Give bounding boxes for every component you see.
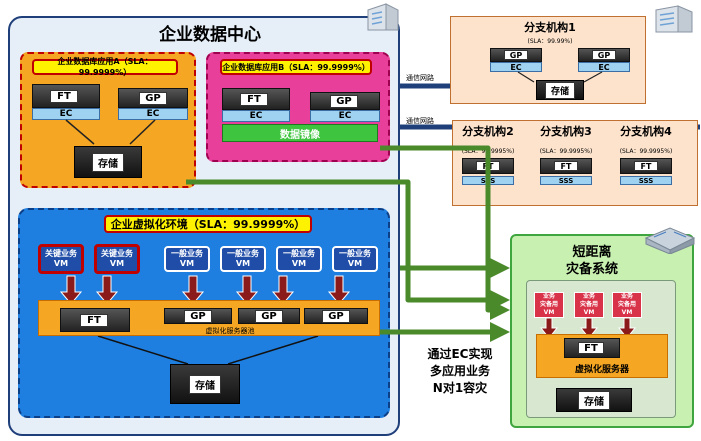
sss-label: SSS [540,176,592,185]
dr-title: 短距离 灾备系统 [565,245,618,277]
branch-1-links [517,71,603,83]
ft-label: FT [634,161,658,171]
ec-label: EC [310,110,380,122]
ec-label: EC [32,108,100,120]
dr-vm-arrows [539,317,637,339]
datacenter-title: 企业数据中心 [159,24,261,45]
branch-title: 分支机构1 [524,21,576,34]
storage-array: 存储 [74,146,142,178]
app-b-label: 企业数据库应用B（SLA：99.9999%） [220,59,372,75]
ec-label: EC [578,62,630,72]
app-a-label: 企业数据库应用A（SLA：99.9999%） [32,57,178,77]
building-icon [655,5,693,33]
ft-label: FT [50,90,78,103]
general-vm: 一般业务 VM [276,246,322,272]
ft-server [60,308,130,332]
gp-label: GP [322,310,350,323]
storage-array: 存储 [536,80,584,100]
server-pool-label: 虚拟化服务器池 [205,327,255,335]
gp-label: GP [504,50,528,60]
network-label: 通信网路 [406,117,434,125]
network-label: 通信网路 [406,74,434,82]
ec-label: EC [222,110,290,122]
storage-array: 存储 [556,388,632,412]
vm-arrows [59,275,351,305]
branch-sla: (SLA：99.99%) [527,37,573,45]
general-vm: 一般业务 VM [164,246,210,272]
storage-array: 存储 [170,364,240,404]
pool-links [97,336,319,365]
sss-label: SSS [620,176,672,185]
key-vm: 关键业务 VM [38,244,84,274]
gp-label: GP [255,310,283,323]
branch-title: 分支机构2 [462,125,514,138]
dr-vm: 业务 灾备用 VM [612,292,642,318]
branch-sla: (SLA：99.9995%) [619,147,673,155]
data-mirror: 数据镜像 [222,124,378,142]
building-icon [367,3,399,31]
ft-label: FT [240,93,268,106]
storage-label: 存储 [544,81,575,99]
storage-label: 存储 [189,374,221,394]
storage-label: 存储 [578,390,610,410]
gp-label: GP [184,310,212,323]
storage-label: 存储 [92,152,124,172]
dr-vm: 业务 灾备用 VM [534,292,564,318]
branch-sla: (SLA：99.9995%) [539,147,593,155]
ft-label: FT [80,314,108,327]
key-vm: 关键业务 VM [94,244,140,274]
gp-label: GP [592,50,616,60]
ft-label: FT [578,342,604,354]
ft-label: FT [554,161,578,171]
general-vm: 一般业务 VM [220,246,266,272]
building-icon [644,227,696,254]
dr-pool-label: 虚拟化服务器 [574,364,629,375]
branch-title: 分支机构3 [540,125,592,138]
gp-label: GP [330,95,358,108]
ec-label: EC [490,62,542,72]
dr-vm: 业务 灾备用 VM [574,292,604,318]
branch-title: 分支机构4 [620,125,672,138]
ec-label: EC [118,108,188,120]
virtualization-label: 企业虚拟化环境（SLA：99.9999%） [104,215,312,233]
dr-note: 通过EC实现 多应用业务 N对1容灾 [427,346,493,395]
gp-label: GP [139,92,167,105]
general-vm: 一般业务 VM [332,246,378,272]
app-a-links [65,119,156,145]
